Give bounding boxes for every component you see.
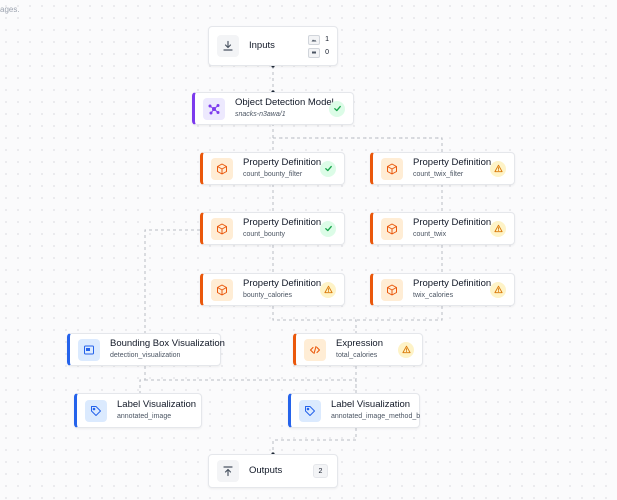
tag-icon bbox=[85, 399, 107, 422]
node-title: Label Visualization bbox=[117, 399, 197, 410]
expression-node[interactable]: Expression total_calories bbox=[293, 333, 423, 366]
node-subtitle: annotated_image_method_b bbox=[331, 413, 421, 420]
edge-bounding-box-label-2 bbox=[145, 379, 357, 393]
success-check-icon bbox=[329, 100, 345, 117]
node-title: Expression bbox=[336, 338, 383, 349]
node-title: Property Definition bbox=[243, 157, 322, 168]
tag-icon bbox=[299, 399, 321, 422]
warning-triangle-icon bbox=[320, 281, 336, 298]
edge-detection-bounding-box bbox=[144, 229, 200, 333]
image-input-count: 1 bbox=[325, 36, 329, 43]
cube-icon bbox=[211, 157, 233, 180]
canvas-corner-text: ages. bbox=[0, 5, 20, 14]
node-subtitle: twix_calories bbox=[413, 292, 454, 299]
upload-icon bbox=[217, 460, 239, 482]
cube-icon bbox=[211, 217, 233, 240]
edge-twix-calories-expression bbox=[356, 306, 443, 321]
input-badges: 1 0 bbox=[308, 34, 329, 58]
object-detection-node[interactable]: Object Detection Model snacks-n3awa/1 bbox=[192, 92, 354, 125]
node-title: Outputs bbox=[249, 465, 283, 476]
node-title: Property Definition bbox=[413, 157, 492, 168]
node-title: Object Detection Model bbox=[235, 97, 334, 108]
node-title: Property Definition bbox=[243, 217, 322, 228]
image-icon bbox=[78, 338, 100, 361]
property-definition-node-count-bounty[interactable]: Property Definition count_bounty bbox=[200, 212, 345, 245]
node-subtitle: snacks-n3awa/1 bbox=[235, 111, 286, 118]
success-check-icon bbox=[320, 160, 336, 177]
image-input-icon bbox=[308, 34, 321, 45]
node-subtitle: count_bounty_filter bbox=[243, 171, 303, 178]
cube-icon bbox=[381, 278, 403, 301]
node-subtitle: count_bounty bbox=[243, 231, 286, 238]
node-subtitle: total_calories bbox=[336, 352, 378, 359]
cube-icon bbox=[211, 278, 233, 301]
node-subtitle: detection_visualization bbox=[110, 352, 181, 359]
cube-icon bbox=[381, 217, 403, 240]
node-title: Property Definition bbox=[413, 278, 492, 289]
node-title: Property Definition bbox=[243, 278, 322, 289]
property-definition-node-bounty-calories[interactable]: Property Definition bounty_calories bbox=[200, 273, 345, 306]
parameter-input-icon bbox=[308, 47, 321, 58]
warning-triangle-icon bbox=[490, 160, 506, 177]
warning-triangle-icon bbox=[490, 281, 506, 298]
graph-nodes-icon bbox=[203, 97, 225, 120]
node-subtitle: bounty_calories bbox=[243, 292, 293, 299]
node-subtitle: count_twix_filter bbox=[413, 171, 464, 178]
output-count-badge: 2 bbox=[313, 464, 328, 478]
node-subtitle: count_twix bbox=[413, 231, 447, 238]
edge-bounding-box-label-1 bbox=[139, 366, 146, 393]
warning-triangle-icon bbox=[490, 220, 506, 237]
inputs-node[interactable]: Inputs 1 0 bbox=[208, 26, 338, 66]
node-title: Label Visualization bbox=[331, 399, 411, 410]
property-definition-node-twix-calories[interactable]: Property Definition twix_calories bbox=[370, 273, 515, 306]
warning-triangle-icon bbox=[398, 341, 414, 358]
node-title: Bounding Box Visualization bbox=[110, 338, 225, 349]
property-definition-node-count-twix-filter[interactable]: Property Definition count_twix_filter bbox=[370, 152, 515, 185]
property-definition-node-count-bounty-filter[interactable]: Property Definition count_bounty_filter bbox=[200, 152, 345, 185]
outputs-node[interactable]: Outputs 2 bbox=[208, 454, 338, 488]
parameter-input-count: 0 bbox=[325, 49, 329, 56]
property-definition-node-count-twix[interactable]: Property Definition count_twix bbox=[370, 212, 515, 245]
label-visualization-node-annotated-image[interactable]: Label Visualization annotated_image bbox=[74, 393, 202, 428]
node-title: Property Definition bbox=[413, 217, 492, 228]
code-icon bbox=[304, 338, 326, 361]
success-check-icon bbox=[320, 220, 336, 237]
cube-icon bbox=[381, 157, 403, 180]
node-subtitle: annotated_image bbox=[117, 413, 172, 420]
edge-detection-twix-filter bbox=[273, 137, 443, 152]
label-visualization-node-annotated-image-method-b[interactable]: Label Visualization annotated_image_meth… bbox=[288, 393, 420, 428]
edge-bounty-calories-expression bbox=[272, 306, 357, 333]
bounding-box-visualization-node[interactable]: Bounding Box Visualization detection_vis… bbox=[67, 333, 225, 366]
node-title: Inputs bbox=[249, 40, 275, 51]
download-icon bbox=[217, 35, 239, 57]
edge-label-2-outputs bbox=[272, 428, 357, 454]
